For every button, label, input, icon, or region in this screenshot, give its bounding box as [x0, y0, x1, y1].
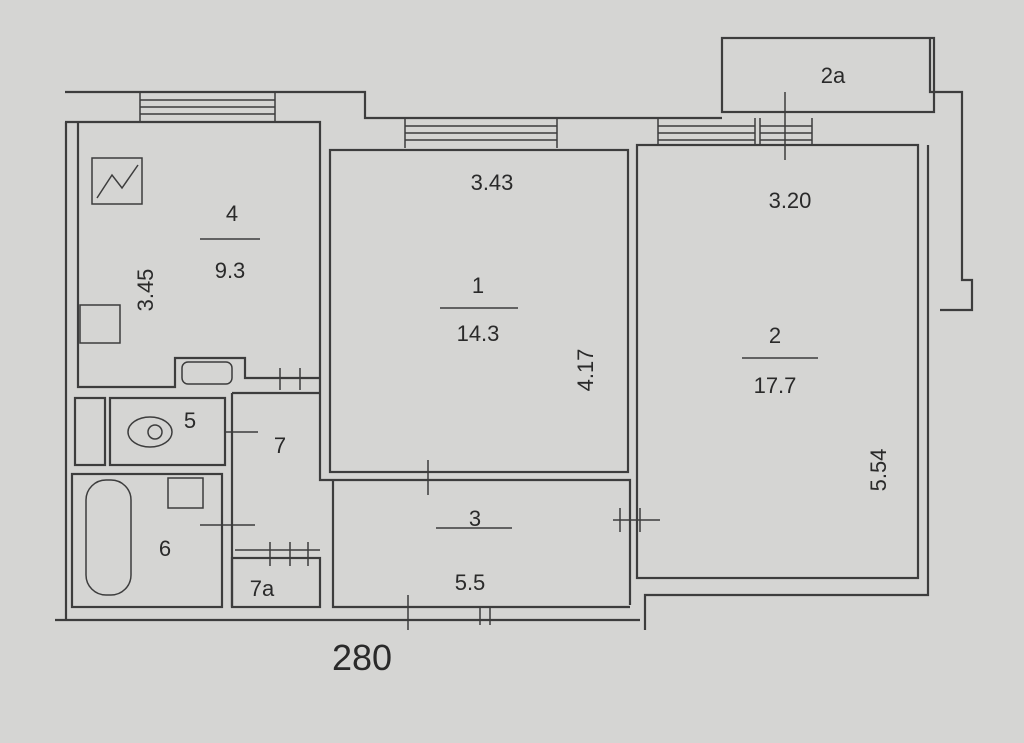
- room-7a-outline: [230, 556, 322, 609]
- room-2-length: 5.54: [866, 449, 891, 492]
- room-2-number: 2: [769, 323, 781, 348]
- room-2a-label: 2a: [821, 63, 846, 88]
- windows: [139, 92, 813, 160]
- room-7-number: 7: [274, 433, 286, 458]
- stove-icon: [91, 157, 143, 205]
- room-4-area: 9.3: [215, 258, 246, 283]
- room-7a-number: 7a: [250, 576, 275, 601]
- room-4-number: 4: [226, 201, 238, 226]
- room-1-length: 4.17: [573, 349, 598, 392]
- walls: [55, 36, 974, 630]
- room-3-area: 5.5: [455, 570, 486, 595]
- room-2-area: 17.7: [754, 373, 797, 398]
- room-5-number: 5: [184, 408, 196, 433]
- room-5-outline: [108, 396, 227, 467]
- room-1-number: 1: [472, 273, 484, 298]
- room-1-area: 14.3: [457, 321, 500, 346]
- room-6-number: 6: [159, 536, 171, 561]
- room-1-width: 3.43: [471, 170, 514, 195]
- balcony-2a: [720, 36, 936, 114]
- room-3-number: 3: [469, 506, 481, 531]
- room-4-length: 3.45: [133, 269, 158, 312]
- footer-number: 280: [332, 637, 392, 678]
- door-ticks: [200, 368, 660, 630]
- room-1-outline: [328, 148, 630, 474]
- room-6-outline: [70, 472, 224, 609]
- room-2-outline: [635, 143, 920, 580]
- room-2-width: 3.20: [769, 188, 812, 213]
